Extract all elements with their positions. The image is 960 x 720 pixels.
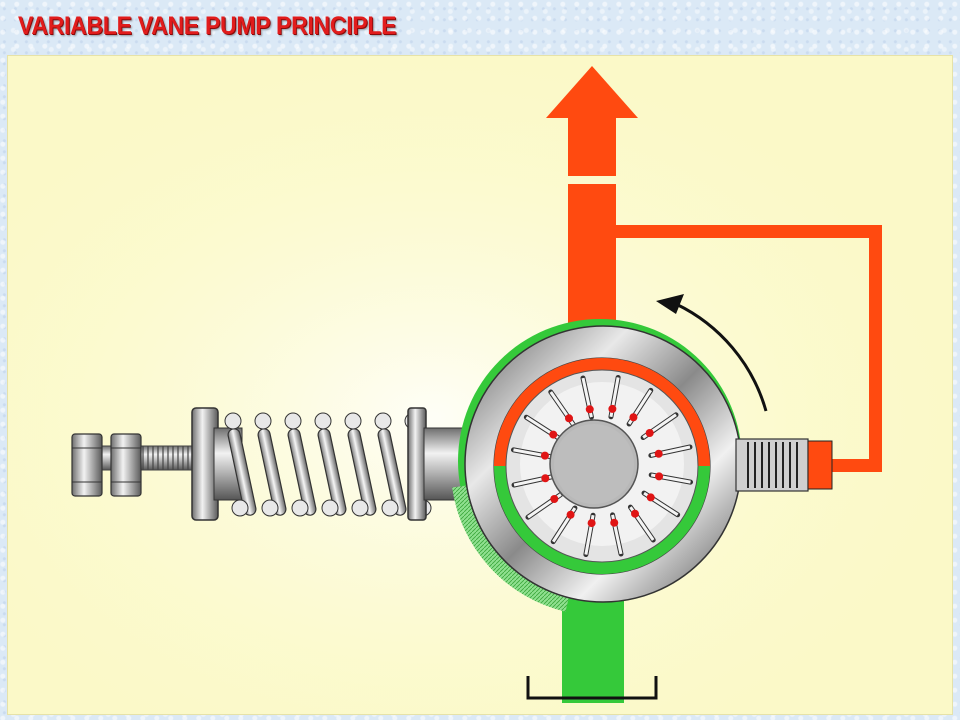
lock-nuts bbox=[71, 433, 142, 497]
vane-pump-diagram bbox=[8, 56, 952, 714]
outlet-arrow-head bbox=[546, 66, 638, 118]
vane-pin bbox=[549, 430, 558, 439]
pumping-chambers bbox=[494, 358, 710, 574]
vane-pin bbox=[631, 509, 640, 518]
feedback-line bbox=[614, 225, 882, 472]
lock-nut-outer bbox=[71, 433, 103, 497]
vane-pin bbox=[564, 414, 573, 423]
vane-pin bbox=[566, 510, 575, 519]
vane-pin bbox=[585, 405, 594, 414]
lock-nut-inner bbox=[110, 433, 142, 497]
slide-title: VARIABLE VANE PUMP PRINCIPLE bbox=[18, 12, 397, 40]
vane-pin bbox=[541, 474, 550, 483]
pressure-outlet bbox=[546, 66, 638, 334]
vane-pin bbox=[645, 428, 654, 437]
vane-pin bbox=[654, 449, 663, 458]
drive-shaft bbox=[549, 419, 639, 509]
vane-pin bbox=[540, 451, 549, 460]
vanes bbox=[510, 374, 694, 558]
vane-pin bbox=[655, 472, 664, 481]
control-piston bbox=[735, 438, 833, 492]
vane-pin bbox=[587, 519, 596, 528]
vane-pin bbox=[608, 404, 617, 413]
vane-pin bbox=[629, 413, 638, 422]
diagram-panel bbox=[7, 55, 953, 715]
vane-pin bbox=[550, 495, 559, 504]
suction-inlet bbox=[562, 591, 624, 703]
control-spring bbox=[224, 412, 432, 517]
panel-glow bbox=[8, 56, 952, 714]
oil-reservoir bbox=[526, 676, 658, 700]
vane-pin bbox=[610, 518, 619, 527]
rotation-arrow bbox=[656, 294, 768, 412]
vane-pin bbox=[646, 493, 655, 502]
